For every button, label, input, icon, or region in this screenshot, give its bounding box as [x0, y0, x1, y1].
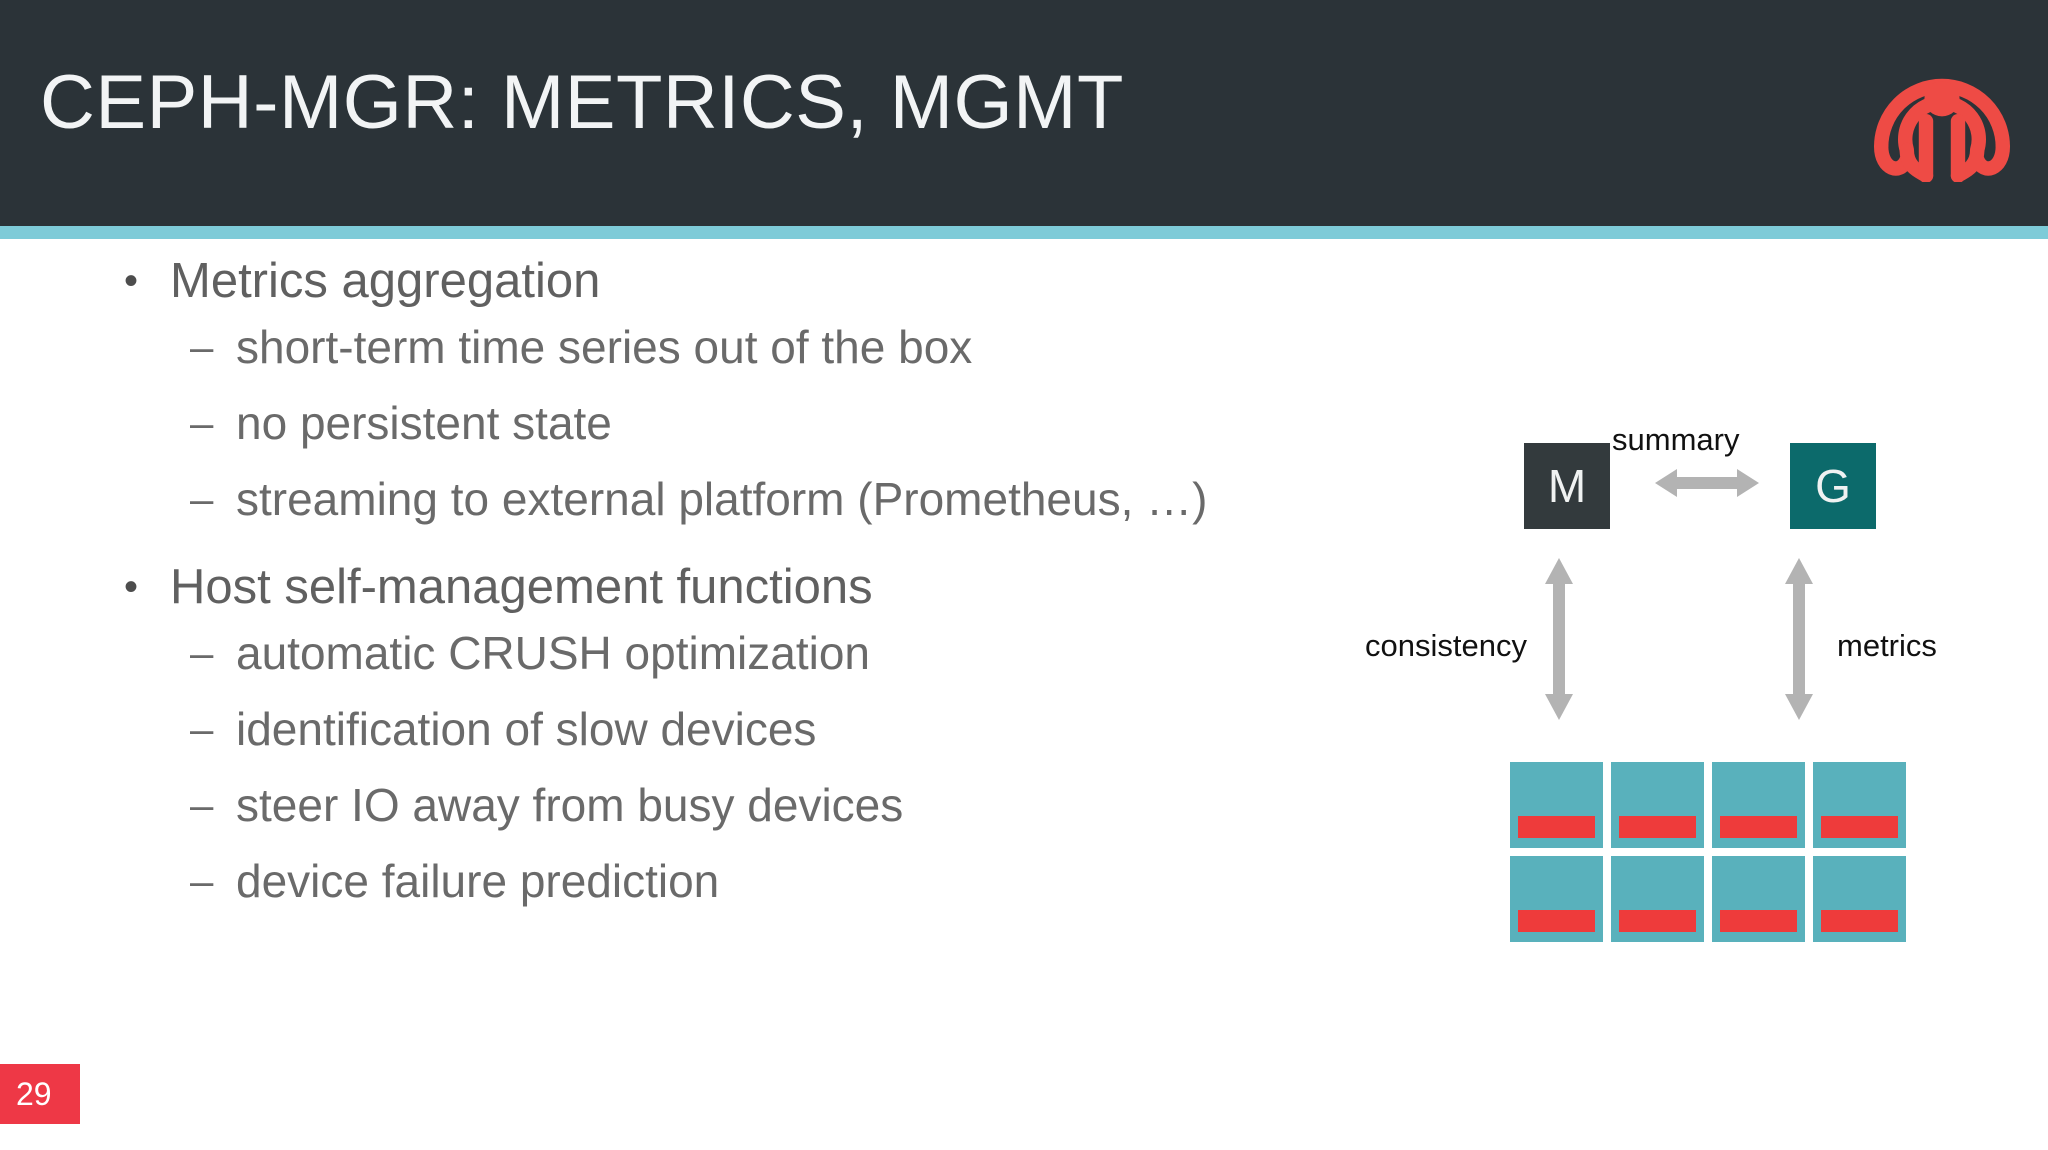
- list-item-label: short-term time series out of the box: [236, 321, 973, 373]
- osd-node: [1813, 856, 1906, 942]
- osd-usage-bar: [1518, 816, 1595, 838]
- list-item-label: identification of slow devices: [236, 703, 817, 755]
- dash-marker-icon: –: [190, 399, 214, 446]
- dash-marker-icon: –: [190, 323, 214, 370]
- slide-header: [0, 0, 2048, 226]
- list-item: – short-term time series out of the box: [0, 316, 1240, 378]
- osd-usage-bar: [1518, 910, 1595, 932]
- list-item-label: no persistent state: [236, 397, 612, 449]
- list-item: – device failure prediction: [0, 850, 1240, 912]
- ceph-logo: [1862, 22, 2022, 183]
- osd-node: [1611, 762, 1704, 848]
- osd-usage-bar: [1821, 816, 1898, 838]
- list-item-label: device failure prediction: [236, 855, 720, 907]
- osd-node: [1813, 762, 1906, 848]
- list-item: • Metrics aggregation: [0, 250, 1240, 312]
- list-item-label: steer IO away from busy devices: [236, 779, 904, 831]
- osd-usage-bar: [1821, 910, 1898, 932]
- list-item: – identification of slow devices: [0, 698, 1240, 760]
- diagram-label-summary: summary: [1612, 422, 1740, 457]
- list-item: • Host self-management functions: [0, 556, 1240, 618]
- osd-node: [1712, 856, 1805, 942]
- diagram-node-label: M: [1547, 460, 1587, 512]
- dash-marker-icon: –: [190, 781, 214, 828]
- dash-marker-icon: –: [190, 629, 214, 676]
- osd-node: [1611, 856, 1704, 942]
- osd-node: [1510, 762, 1603, 848]
- bullet-marker-icon: •: [124, 565, 139, 609]
- architecture-diagram: M G summary consistency metrics: [1350, 400, 2048, 1000]
- double-arrow-vertical-icon: [1782, 558, 1816, 725]
- diagram-node-monitor: M: [1524, 443, 1610, 529]
- page-title: CEPH-MGR: METRICS, MGMT: [40, 60, 1124, 145]
- list-item-label: Host self-management functions: [170, 560, 873, 614]
- spacer: [0, 544, 1240, 556]
- diagram-node-label: G: [1815, 460, 1851, 512]
- dash-marker-icon: –: [190, 705, 214, 752]
- double-arrow-vertical-icon: [1542, 558, 1576, 725]
- osd-usage-bar: [1720, 816, 1797, 838]
- bullet-marker-icon: •: [124, 259, 139, 303]
- list-item-label: Metrics aggregation: [170, 254, 601, 308]
- list-item-label: automatic CRUSH optimization: [236, 627, 871, 679]
- dash-marker-icon: –: [190, 857, 214, 904]
- header-accent-bar: [0, 226, 2048, 239]
- list-item: – automatic CRUSH optimization: [0, 622, 1240, 684]
- dash-marker-icon: –: [190, 475, 214, 522]
- list-item-label: streaming to external platform (Promethe…: [236, 473, 1208, 525]
- double-arrow-horizontal-icon: [1655, 466, 1759, 505]
- diagram-label-metrics: metrics: [1837, 628, 1937, 663]
- page-number-badge: 29: [0, 1064, 80, 1124]
- page-number-label: 29: [16, 1075, 52, 1112]
- diagram-label-consistency: consistency: [1365, 628, 1527, 663]
- osd-node: [1712, 762, 1805, 848]
- diagram-node-manager: G: [1790, 443, 1876, 529]
- osd-usage-bar: [1720, 910, 1797, 932]
- osd-grid: [1510, 762, 1906, 942]
- list-item: – no persistent state: [0, 392, 1240, 454]
- list-item: – streaming to external platform (Promet…: [0, 468, 1240, 530]
- osd-usage-bar: [1619, 910, 1696, 932]
- osd-node: [1510, 856, 1603, 942]
- bullet-list: • Metrics aggregation – short-term time …: [0, 250, 1240, 926]
- list-item: – steer IO away from busy devices: [0, 774, 1240, 836]
- osd-usage-bar: [1619, 816, 1696, 838]
